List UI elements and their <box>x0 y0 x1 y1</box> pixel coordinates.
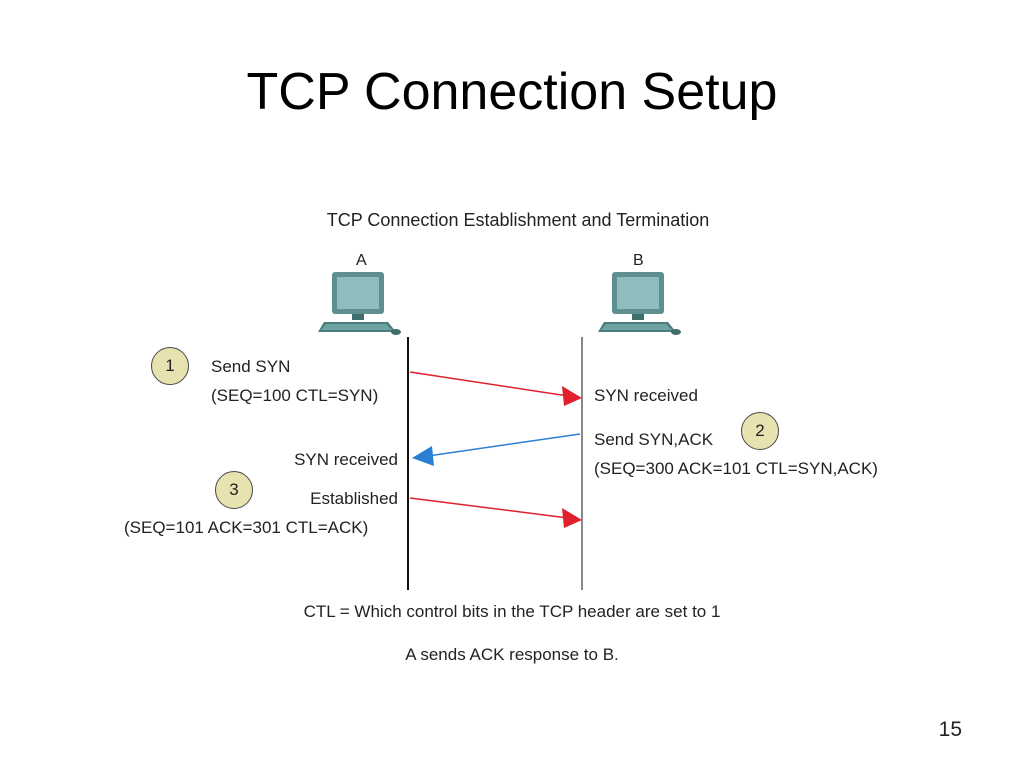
step-1-fields: (SEQ=100 CTL=SYN) <box>211 386 379 405</box>
computer-icon <box>318 272 401 335</box>
step-1-badge: 1 <box>151 347 189 385</box>
host-b-label: B <box>633 252 644 269</box>
ctl-footnote: CTL = Which control bits in the TCP head… <box>303 602 721 621</box>
arrow-ack-head <box>562 508 582 528</box>
step-3-fields: (SEQ=101 ACK=301 CTL=ACK) <box>124 518 369 537</box>
arrow-syn-ack <box>427 433 581 457</box>
arrow-syn-head <box>562 386 582 406</box>
step-3-action: Established <box>310 489 398 508</box>
diagram-heading: TCP Connection Establishment and Termina… <box>326 210 710 230</box>
step-2-received: SYN received <box>294 450 398 469</box>
step-1-action: Send SYN <box>211 357 291 376</box>
arrow-ack <box>409 497 569 519</box>
computer-icon <box>598 272 681 335</box>
arrow-syn <box>409 371 569 397</box>
slide-title: TCP Connection Setup <box>246 63 778 121</box>
arrow-syn-ack-head <box>412 446 434 466</box>
step-3-badge: 3 <box>215 471 253 509</box>
caption: A sends ACK response to B. <box>405 645 619 664</box>
step-2-badge: 2 <box>741 412 779 450</box>
step-2-action: Send SYN,ACK <box>594 430 714 449</box>
page-number: 15 <box>938 718 962 741</box>
step-1-received: SYN received <box>594 386 698 405</box>
step-2-fields: (SEQ=300 ACK=101 CTL=SYN,ACK) <box>594 459 878 478</box>
host-a-label: A <box>356 252 367 269</box>
